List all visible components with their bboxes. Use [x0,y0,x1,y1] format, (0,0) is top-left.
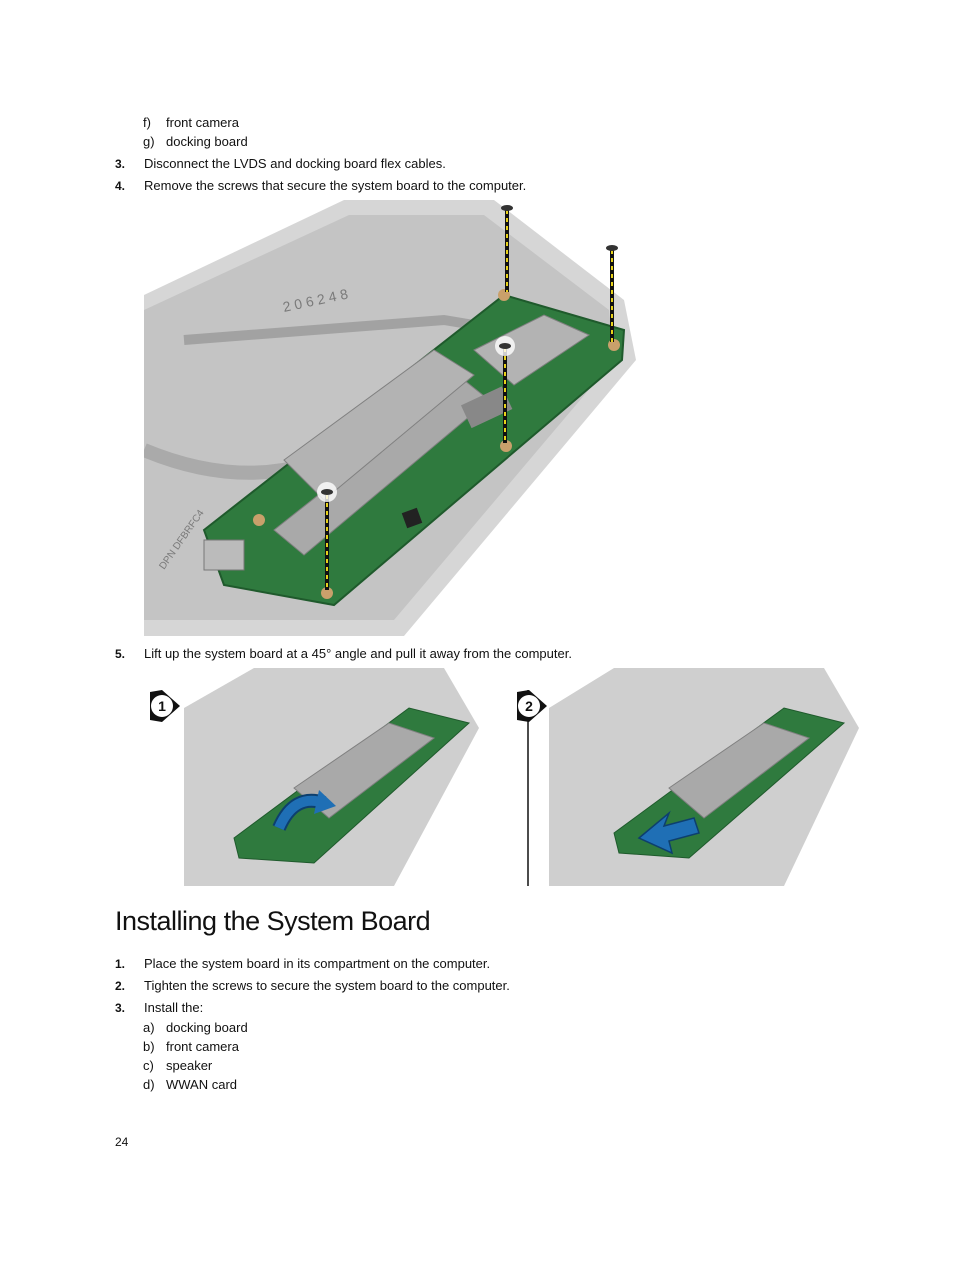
lift-board-illustration: 1 2 [144,668,864,886]
screw-icon [606,245,618,251]
callout-2-label: 2 [525,698,533,714]
install-step-place-board: Place the system board in its compartmen… [144,956,491,971]
callout-2-badge: 2 [517,690,547,722]
callout-1-badge: 1 [150,690,180,722]
install-step-tighten-screws: Tighten the screws to secure the system … [144,978,510,993]
step-number: 2. [115,979,126,993]
sublist-item-wwan-card: WWAN card [166,1077,238,1092]
page-number: 24 [115,1135,129,1149]
sublist-letter: a) [143,1020,155,1035]
lift-board-figure: 1 2 [144,668,864,886]
panel-1 [184,668,479,886]
system-board-screws-figure: 2 0 6 2 4 8 DPN DFBRFC4 [144,200,640,636]
install-step-install-the: Install the: [144,1000,204,1015]
screw-icon [501,205,513,211]
step-number: 3. [115,1001,126,1015]
step-number: 5. [115,647,126,661]
screw-icon [495,336,515,356]
sublist-item-docking-board: docking board [166,1020,248,1035]
section-title: Installing the System Board [115,906,431,936]
screw-icon [317,482,337,502]
sublist-letter: b) [143,1039,155,1054]
sublist-item-speaker: speaker [166,1058,213,1073]
sublist-letter: d) [143,1077,155,1092]
step-text-remove-screws: Remove the screws that secure the system… [144,178,527,193]
screw-guides [325,210,614,590]
callout-1-label: 1 [158,698,166,714]
step-text-disconnect-cables: Disconnect the LVDS and docking board fl… [144,156,446,171]
panel-2 [549,668,859,886]
sublist-item-front-camera: front camera [166,1039,239,1054]
sublist-letter: f) [143,115,151,130]
step-text-lift-board: Lift up the system board at a 45° angle … [144,646,572,661]
sublist-item-front-camera: front camera [166,115,239,130]
sublist-item-docking-board: docking board [166,134,248,149]
step-number: 1. [115,957,126,971]
sublist-letter: c) [143,1058,154,1073]
step-number: 4. [115,179,126,193]
system-board-illustration: 2 0 6 2 4 8 DPN DFBRFC4 [144,200,640,636]
sublist-letter: g) [143,134,155,149]
step-number: 3. [115,157,126,171]
